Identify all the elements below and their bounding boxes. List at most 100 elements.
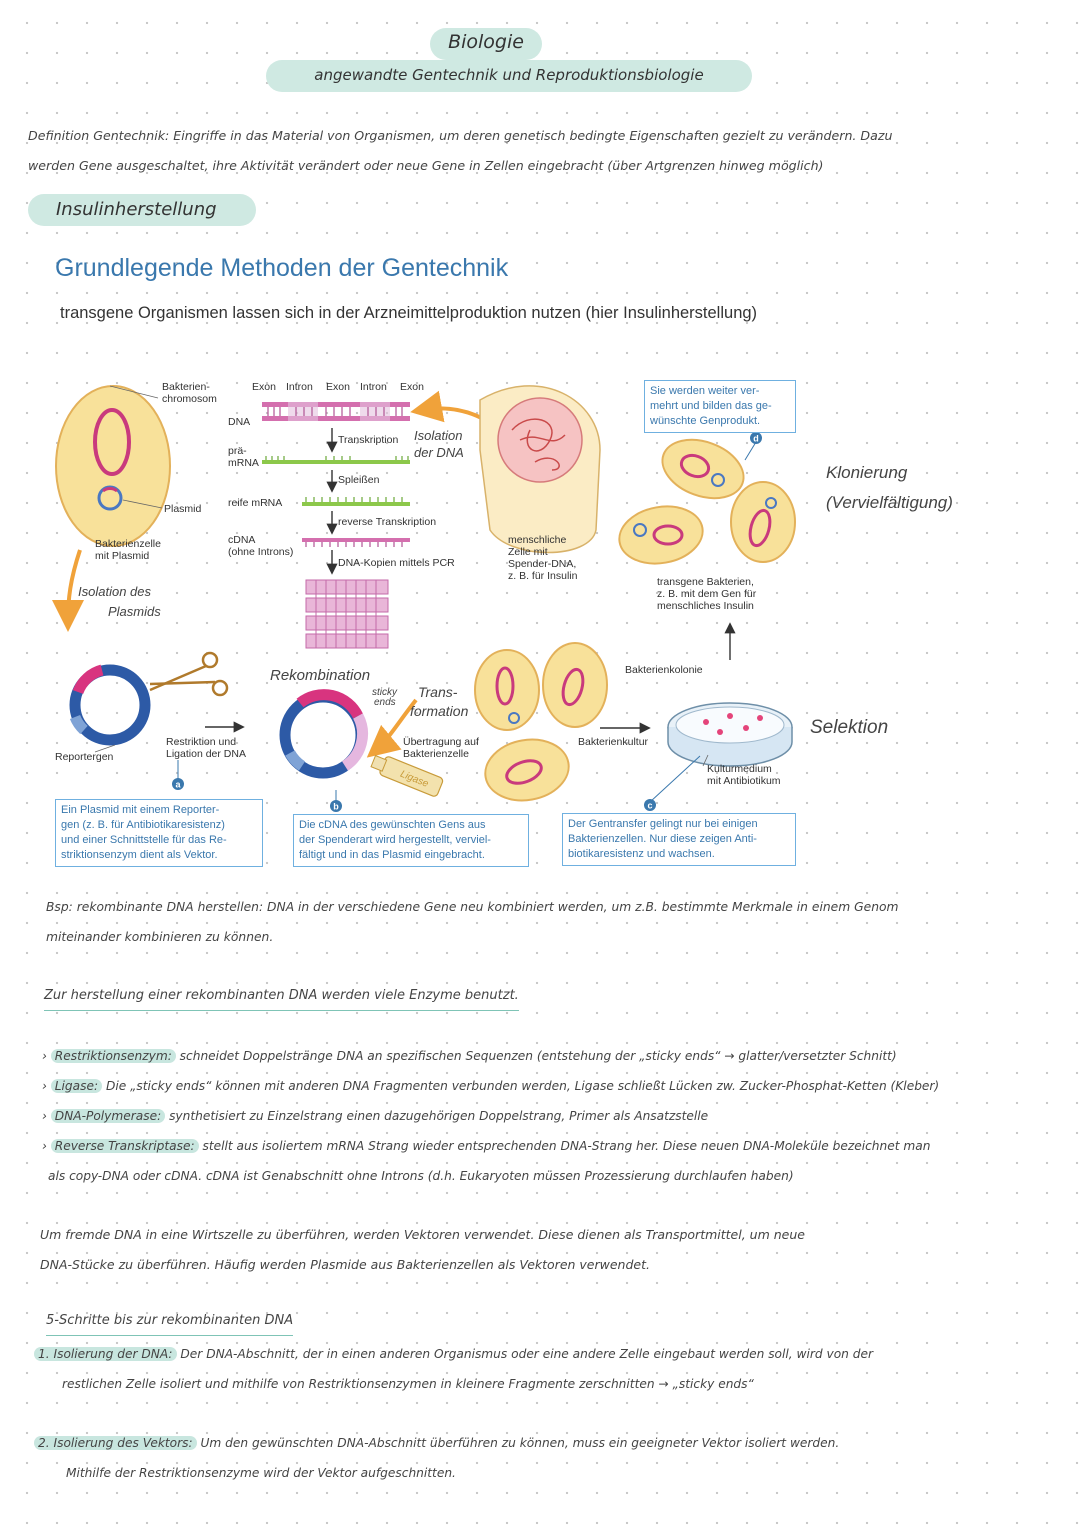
caption-box-a: Ein Plasmid mit einem Reporter- gen (z. … (55, 799, 263, 867)
schritt-1-line-2: restlichen Zelle isoliert und mithilfe v… (62, 1369, 754, 1399)
figure-title: Grundlegende Methoden der Gentechnik (55, 254, 508, 283)
label-cdna-1: cDNA (228, 534, 255, 546)
section-heading: Insulinherstellung (56, 199, 217, 220)
label-menschliche-zelle-3: Spender-DNA, (508, 558, 576, 570)
hw-isolation-dna-1: Isolation (414, 428, 462, 443)
label-reife-mrna: reife mRNA (228, 497, 282, 509)
caption-b-line-3: fältigt und in das Plasmid eingebracht. (299, 848, 523, 863)
enzyme-heading: Zur herstellung einer rekombinanten DNA … (44, 982, 519, 1011)
rekombinantes-plasmid (285, 695, 363, 773)
enzyme-restriktion: › Restriktionsenzym: schneidet Doppelstr… (42, 1041, 897, 1071)
label-exon-2: Exon (326, 381, 350, 393)
bsp-line-1: Bsp: rekombinante DNA herstellen: DNA in… (46, 892, 899, 922)
hw-isolation-dna-2: der DNA (414, 445, 464, 460)
label-pcr: DNA-Kopien mittels PCR (338, 557, 455, 569)
label-plasmid: Plasmid (164, 503, 202, 515)
hw-klonierung-1: Klonierung (826, 463, 908, 482)
label-transkription: Transkription (338, 434, 398, 446)
scissors-icon (150, 653, 227, 695)
label-uebertragung-2: Bakterienzelle (403, 748, 469, 760)
label-spleissen: Spleißen (338, 474, 380, 486)
dna-strand (262, 402, 410, 421)
bakterienkultur-cluster (475, 643, 607, 807)
definition-line-1: Definition Gentechnik: Eingriffe in das … (28, 121, 892, 151)
caption-d-line-2: mehrt und bilden das ge- (650, 399, 790, 414)
label-bakterienkultur: Bakterienkultur (578, 736, 649, 748)
caption-a-line-1: Ein Plasmid mit einem Reporter- (61, 803, 257, 818)
label-restriktion-2: Ligation der DNA (166, 748, 246, 760)
marker-b-text: b (333, 802, 339, 812)
label-intron-1: Intron (286, 381, 313, 393)
label-transgene-bakterien-2: z. B. mit dem Gen für (657, 588, 757, 600)
caption-c-line-2: Bakterienzellen. Nur diese zeigen Anti- (568, 832, 790, 847)
bacterial-cell-with-plasmid (56, 386, 170, 546)
label-bakterienzelle-1: Bakterienzelle (95, 538, 161, 550)
enzyme-reverse-transkriptase-2: als copy-DNA oder cDNA. cDNA ist Genabsc… (48, 1161, 794, 1191)
text-ligase: Die „sticky ends“ können mit anderen DNA… (102, 1079, 939, 1093)
marker-d-text: d (753, 434, 759, 444)
label-menschliche-zelle-1: menschliche (508, 534, 567, 546)
vektor-line-1: Um fremde DNA in eine Wirtszelle zu über… (40, 1220, 805, 1250)
term-polymerase: DNA-Polymerase: (51, 1109, 165, 1123)
caption-a-line-2: gen (z. B. für Antibiotikaresistenz) (61, 818, 257, 833)
text-reverse-transkriptase: stellt aus isoliertem mRNA Strang wieder… (199, 1139, 931, 1153)
label-mrna: mRNA (228, 457, 259, 469)
term-reverse-transkriptase: Reverse Transkriptase: (51, 1139, 199, 1153)
caption-a-line-4: striktionsenzym dient als Vektor. (61, 848, 257, 863)
enzyme-polymerase: › DNA-Polymerase: synthetisiert zu Einze… (42, 1101, 708, 1131)
label-transgene-bakterien-1: transgene Bakterien, (657, 576, 754, 588)
marker-c-text: c (647, 801, 652, 811)
term-restriktionsenzym: Restriktionsenzym: (51, 1049, 176, 1063)
label-intron-2: Intron (360, 381, 387, 393)
caption-a-line-3: und einer Schnittstelle für das Re- (61, 833, 257, 848)
caption-b-line-2: der Spenderart wird hergestellt, verviel… (299, 833, 523, 848)
caption-d-line-1: Sie werden weiter ver- (650, 384, 790, 399)
text-polymerase: synthetisiert zu Einzelstrang einen dazu… (165, 1109, 708, 1123)
label-pra: prä- (228, 445, 247, 457)
label-uebertragung-1: Übertragung auf (403, 736, 479, 748)
text-restriktionsenzym: schneidet Doppelstränge DNA an spezifisc… (176, 1049, 897, 1063)
hw-transformation-2: formation (410, 703, 469, 719)
enzyme-ligase: › Ligase: Die „sticky ends“ können mit a… (42, 1071, 939, 1101)
schritte-heading: 5-Schritte bis zur rekombinanten DNA (46, 1307, 293, 1336)
bsp-line-2: miteinander kombinieren zu können. (46, 922, 273, 952)
label-transgene-bakterien-3: menschliches Insulin (657, 600, 754, 612)
text-schritt-1: Der DNA-Abschnitt, der in einen anderen … (177, 1347, 873, 1361)
human-cell (480, 386, 600, 553)
text-schritt-2: Um den gewünschten DNA-Abschnitt überfüh… (197, 1436, 840, 1450)
caption-d-line-3: wünschte Genprodukt. (650, 414, 790, 429)
label-reportergen: Reportergen (55, 751, 114, 763)
caption-box-c: Der Gentransfer gelingt nur bei einigen … (562, 813, 796, 866)
label-dna: DNA (228, 416, 250, 428)
figure-subtitle: transgene Organismen lassen sich in der … (60, 304, 757, 323)
label-bakterienchromosom-2: chromosom (162, 393, 217, 405)
label-bakterienkolonie: Bakterienkolonie (625, 664, 703, 676)
schritt-2-line-2: Mithilfe der Restriktionsenzyme wird der… (66, 1458, 456, 1488)
label-menschliche-zelle-2: Zelle mit (508, 546, 548, 558)
page-title: Biologie (430, 31, 542, 53)
petri-dish (668, 703, 792, 766)
caption-b-line-1: Die cDNA des gewünschten Gens aus (299, 818, 523, 833)
schritt-2: 2. Isolierung des Vektors: Um den gewüns… (34, 1428, 839, 1458)
caption-c-line-1: Der Gentransfer gelingt nur bei einigen (568, 817, 790, 832)
label-kulturmedium-2: mit Antibiotikum (707, 775, 781, 787)
definition-line-2: werden Gene ausgeschaltet, ihre Aktivitä… (28, 151, 823, 181)
hw-klonierung-2: (Vervielfältigung) (826, 493, 953, 512)
dna-copies-stack (306, 580, 388, 648)
label-exon-1: Exon (252, 381, 276, 393)
gentechnik-diagram: Bakterien- chromosom Plasmid Bakterienze… (40, 370, 1040, 870)
cdna-strand (302, 538, 410, 547)
page-subtitle: angewandte Gentechnik und Reproduktionsb… (266, 66, 752, 84)
caption-box-d: Sie werden weiter ver- mehrt und bilden … (644, 380, 796, 433)
hw-isolation-plasmid-1: Isolation des (78, 584, 151, 599)
term-schritt-1: 1. Isolierung der DNA: (34, 1347, 177, 1361)
label-exon-3: Exon (400, 381, 424, 393)
term-ligase: Ligase: (51, 1079, 102, 1093)
hw-transformation-1: Trans- (418, 684, 458, 700)
label-bakterienchromosom-1: Bakterien- (162, 381, 210, 393)
caption-box-b: Die cDNA des gewünschten Gens aus der Sp… (293, 814, 529, 867)
hw-selektion: Selektion (810, 717, 888, 738)
label-bakterienzelle-2: mit Plasmid (95, 550, 149, 562)
reife-mrna-strand (302, 497, 410, 506)
label-restriktion-1: Restriktion und (166, 736, 236, 748)
